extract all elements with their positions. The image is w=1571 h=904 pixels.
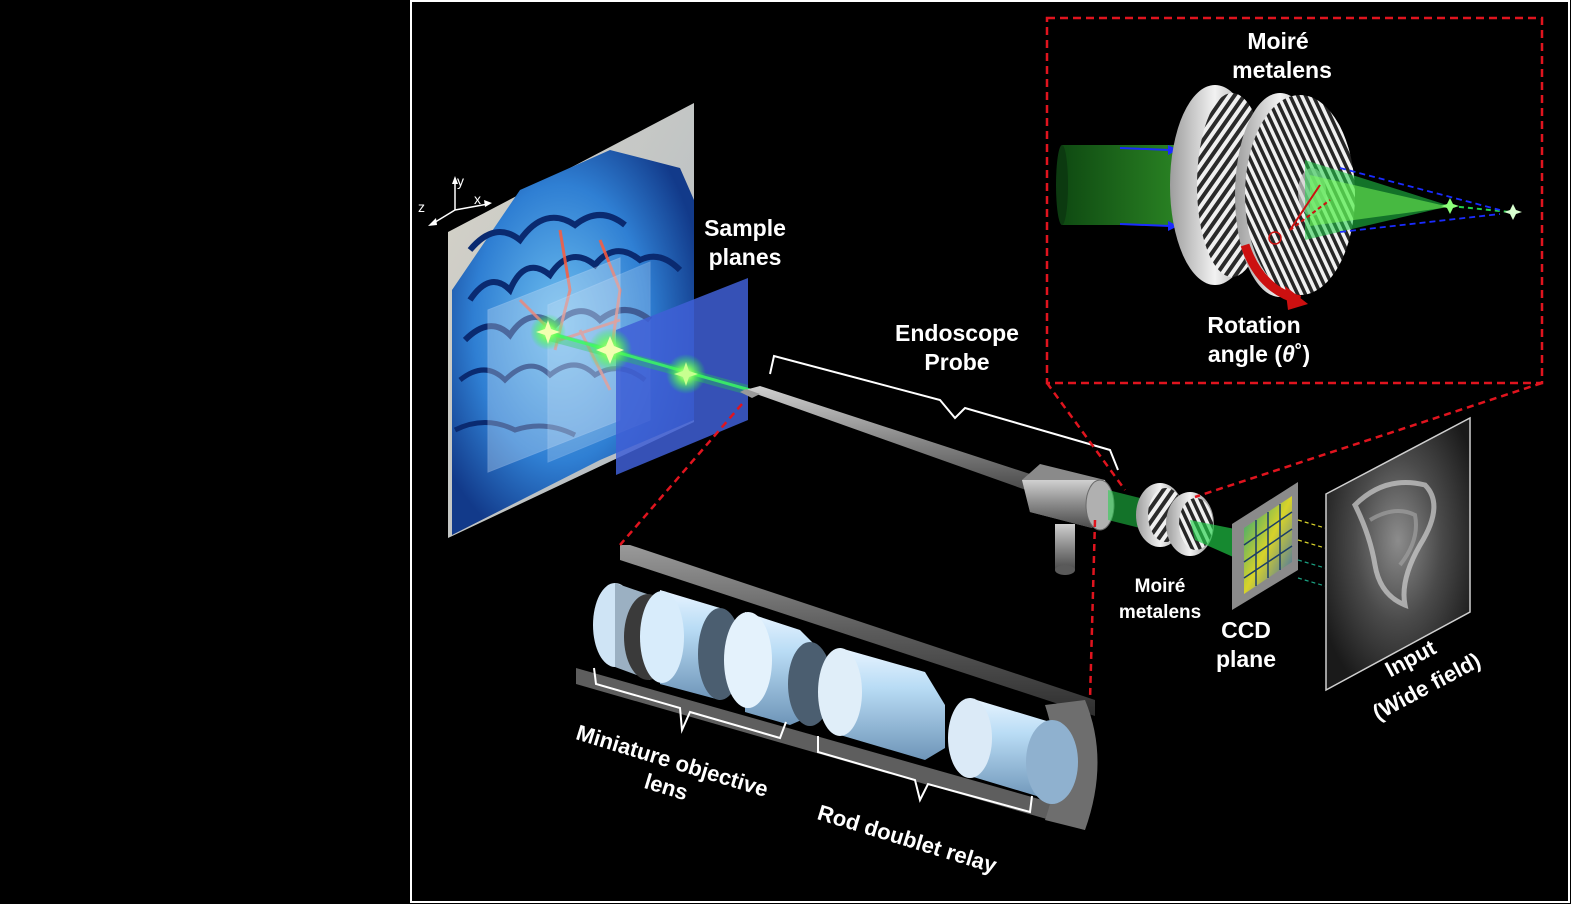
label-moire-small-1: Moiré xyxy=(1135,576,1186,597)
metalens-callout-box xyxy=(1045,16,1544,385)
label-sample-planes-1: Sample xyxy=(704,215,786,241)
label-endoscope-2: Probe xyxy=(924,349,989,375)
ccd-plane xyxy=(1232,482,1326,610)
label-moire-small-2: metalens xyxy=(1119,602,1201,623)
callout-line-right xyxy=(1194,381,1543,499)
zoom-line-right xyxy=(1088,519,1097,701)
label-moire-top-2: metalens xyxy=(1232,57,1332,83)
label-endoscope-1: Endoscope xyxy=(895,320,1019,346)
axis-label-y: y xyxy=(457,173,464,189)
beam-probe-to-lens xyxy=(1108,490,1140,528)
label-rotation-1: Rotation xyxy=(1207,312,1300,338)
label-sample-planes-2: planes xyxy=(709,244,782,270)
relay-brace xyxy=(817,736,1033,814)
label-moire-top-1: Moiré xyxy=(1247,28,1308,54)
label-rotation-2: angle (θ˚) xyxy=(1208,341,1310,367)
focal-beam xyxy=(530,314,751,395)
moire-metalens-small xyxy=(1136,483,1214,556)
label-ccd-1: CCD xyxy=(1221,617,1271,643)
metalens-detail xyxy=(1056,85,1522,310)
endoscope-probe xyxy=(740,386,1115,575)
lens-tube-zoom xyxy=(576,545,1098,830)
endoscope-brace xyxy=(769,354,1119,471)
wide-field-image xyxy=(1325,416,1471,692)
rotation-theta: θ xyxy=(1282,341,1295,367)
objective-brace xyxy=(593,667,787,740)
axis-indicator: z y x xyxy=(418,173,492,226)
panel-frame xyxy=(410,0,1570,903)
rotation-angle-suffix: ˚) xyxy=(1295,341,1310,367)
rotation-angle-prefix: angle ( xyxy=(1208,341,1282,367)
label-relay: Rod doublet relay xyxy=(815,800,1001,878)
label-ccd-2: plane xyxy=(1216,646,1276,672)
beam-lens-to-ccd xyxy=(1190,520,1240,560)
axis-label-x: x xyxy=(474,191,481,207)
axis-label-z: z xyxy=(418,199,425,215)
callout-line-left xyxy=(1045,382,1127,491)
